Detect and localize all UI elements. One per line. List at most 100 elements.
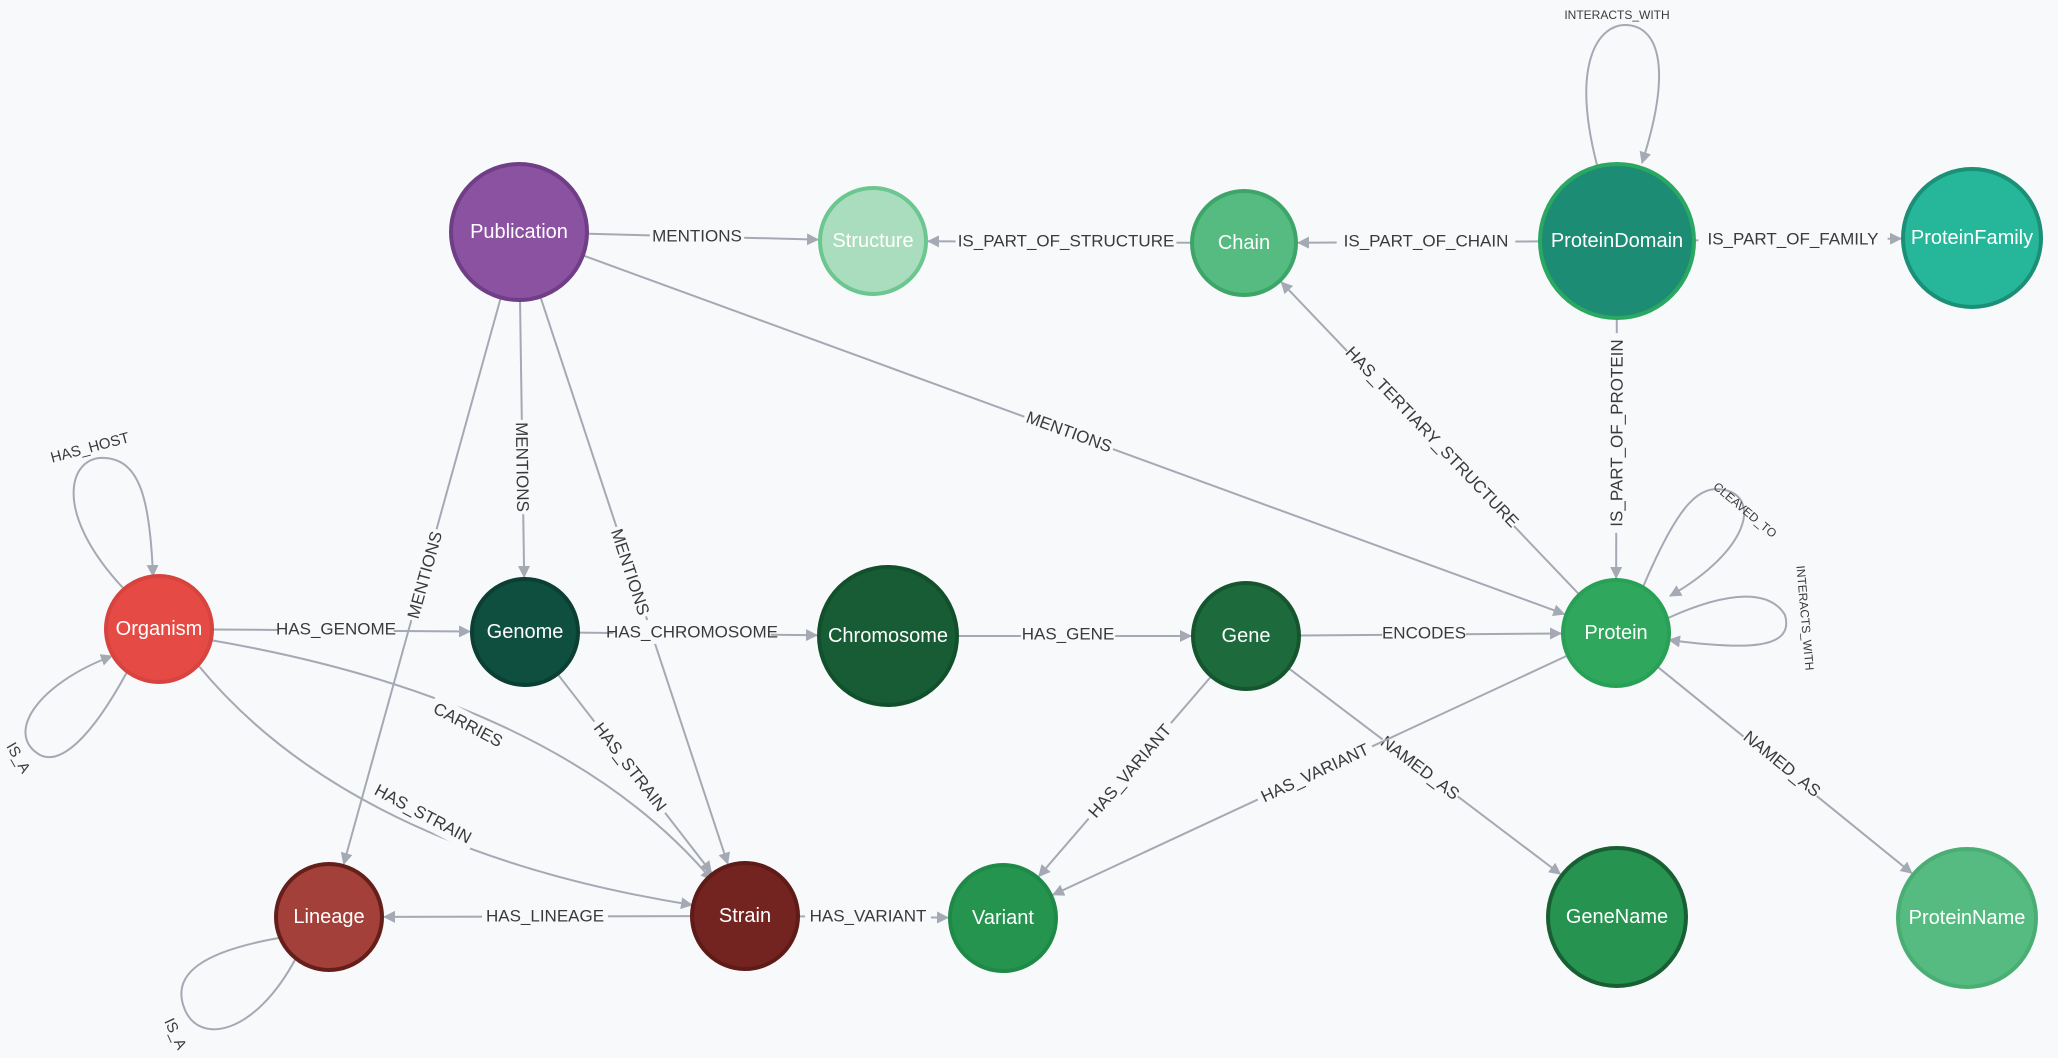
edge-label-background [1382, 621, 1466, 645]
edge-label-group: HAS_STRAIN [585, 714, 675, 820]
node-circle[interactable] [818, 186, 928, 296]
edge-label: MENTIONS [652, 227, 742, 246]
edge-label-group: HAS_GENE [1020, 622, 1116, 646]
node-circle[interactable] [1901, 167, 2043, 309]
edge-label-group: HAS_TERTIARY_STRUCTURE [1339, 341, 1525, 533]
edge-label: MENTIONS [512, 422, 532, 512]
node-circle[interactable] [1896, 847, 2038, 989]
edge-strain-has-variant-variant: HAS_VARIANT [798, 904, 950, 928]
edge-proteindomain-is-part-of-chain-chain: IS_PART_OF_CHAIN [1297, 229, 1540, 253]
edge-label-background [1698, 227, 1888, 251]
edge-label: NAMED_AS [1740, 727, 1825, 801]
edge-label-background [613, 620, 771, 644]
edge-label-group: HAS_VARIANT [1252, 735, 1378, 811]
edge-line [180, 931, 297, 1031]
edge-label: IS_A [160, 1016, 189, 1053]
node-variant[interactable]: Variant [948, 863, 1058, 973]
edge-label-background [1020, 622, 1116, 646]
node-publication[interactable]: Publication [449, 162, 589, 302]
edge-label-background [955, 229, 1177, 253]
edge-label-background [805, 904, 931, 928]
edge-gene-has-variant-variant: HAS_VARIANT [1038, 676, 1212, 878]
node-circle[interactable] [449, 162, 589, 302]
edge-label-background [649, 224, 745, 248]
edge-label-group: HAS_VARIANT [1079, 715, 1181, 827]
edge-label-background [1604, 333, 1630, 533]
node-genename[interactable]: GeneName [1546, 846, 1688, 988]
node-label: Strain [719, 905, 771, 927]
edge-label-background [1339, 341, 1525, 533]
edge-label-group: ENCODES [1382, 621, 1466, 645]
edge-label: HAS_STRAIN [590, 719, 670, 815]
node-circle[interactable] [817, 565, 959, 707]
node-circle[interactable] [274, 862, 384, 972]
edge-label-group: INTERACTS_WITH [1793, 565, 1816, 671]
edge-label-background [1252, 735, 1378, 811]
edge-label-background [1737, 725, 1827, 803]
edge-line [197, 664, 693, 910]
node-circle[interactable] [470, 577, 580, 687]
edge-label-group: HAS_STRAIN [366, 776, 480, 852]
node-gene[interactable]: Gene [1191, 581, 1301, 691]
edge-label-group: IS_A [160, 1016, 189, 1053]
node-circle[interactable] [1190, 189, 1298, 297]
edge-label-group: MENTIONS [1020, 404, 1118, 460]
edge-label: NAMED_AS [1377, 732, 1463, 804]
edge-label: MENTIONS [404, 529, 446, 621]
edge-publication-mentions-lineage: MENTIONS [340, 298, 502, 865]
edge-proteindomain-is-part-of-protein-protein: IS_PART_OF_PROTEIN [1604, 318, 1630, 579]
node-circle[interactable] [1538, 162, 1696, 320]
edge-protein-interacts-with-protein: INTERACTS_WITH [1667, 565, 1817, 671]
edge-label: HAS_VARIANT [1085, 721, 1176, 822]
edge-label-group: HAS_GENOME [276, 617, 396, 641]
node-genome[interactable]: Genome [470, 577, 580, 687]
edge-label-background [1336, 229, 1516, 253]
edge-label-group: NAMED_AS [1737, 725, 1827, 803]
node-structure[interactable]: Structure [818, 186, 928, 296]
edge-label-background [482, 904, 608, 928]
node-strain[interactable]: Strain [690, 861, 800, 971]
edge-label: CARRIES [430, 699, 506, 751]
edge-label-group: HAS_LINEAGE [482, 904, 608, 928]
edge-label: IS_PART_OF_CHAIN [1344, 232, 1509, 251]
node-label: Variant [972, 907, 1034, 929]
node-circle[interactable] [1561, 578, 1671, 688]
edge-label-group: CLEAVED_TO [1711, 479, 1780, 540]
edge-label-group: IS_PART_OF_FAMILY [1698, 227, 1888, 251]
edge-label-group: IS_PART_OF_CHAIN [1336, 229, 1516, 253]
edge-label-group: IS_PART_OF_PROTEIN [1604, 333, 1630, 533]
edge-line [209, 639, 713, 881]
edge-label: INTERACTS_WITH [1564, 8, 1669, 22]
edge-label-group: IS_PART_OF_STRUCTURE [955, 229, 1177, 253]
node-circle[interactable] [1191, 581, 1301, 691]
edge-label-background [1079, 715, 1181, 827]
edge-label: HAS_GENOME [276, 620, 396, 639]
edge-label: CLEAVED_TO [1711, 479, 1780, 540]
node-circle[interactable] [948, 863, 1058, 973]
edge-protein-named-as-proteinname: NAMED_AS [1657, 666, 1913, 875]
node-lineage[interactable]: Lineage [274, 862, 384, 972]
node-protein[interactable]: Protein [1561, 578, 1671, 688]
edge-organism-has-host-organism: HAS_HOST [49, 429, 159, 590]
edge-line [72, 456, 159, 590]
node-circle[interactable] [104, 574, 214, 684]
edge-label-group: HAS_VARIANT [805, 904, 931, 928]
edge-label-group: MENTIONS [603, 523, 657, 621]
edge-line [1642, 488, 1746, 597]
node-chain[interactable]: Chain [1190, 189, 1298, 297]
node-label: Lineage [293, 906, 364, 928]
node-chromosome[interactable]: Chromosome [817, 565, 959, 707]
node-organism[interactable]: Organism [104, 574, 214, 684]
node-proteinname[interactable]: ProteinName [1896, 847, 2038, 989]
edge-label: INTERACTS_WITH [1793, 565, 1816, 671]
node-label: Chain [1218, 232, 1270, 254]
node-circle[interactable] [690, 861, 800, 971]
node-circle[interactable] [1546, 846, 1688, 988]
edge-gene-encodes-protein: ENCODES [1299, 621, 1562, 645]
edge-chromosome-has-gene-gene: HAS_GENE [958, 622, 1192, 646]
node-proteindomain[interactable]: ProteinDomain [1538, 162, 1696, 320]
node-proteinfamily[interactable]: ProteinFamily [1901, 167, 2043, 309]
edge-line [24, 654, 128, 759]
edge-label: HAS_STRAIN [371, 781, 474, 848]
